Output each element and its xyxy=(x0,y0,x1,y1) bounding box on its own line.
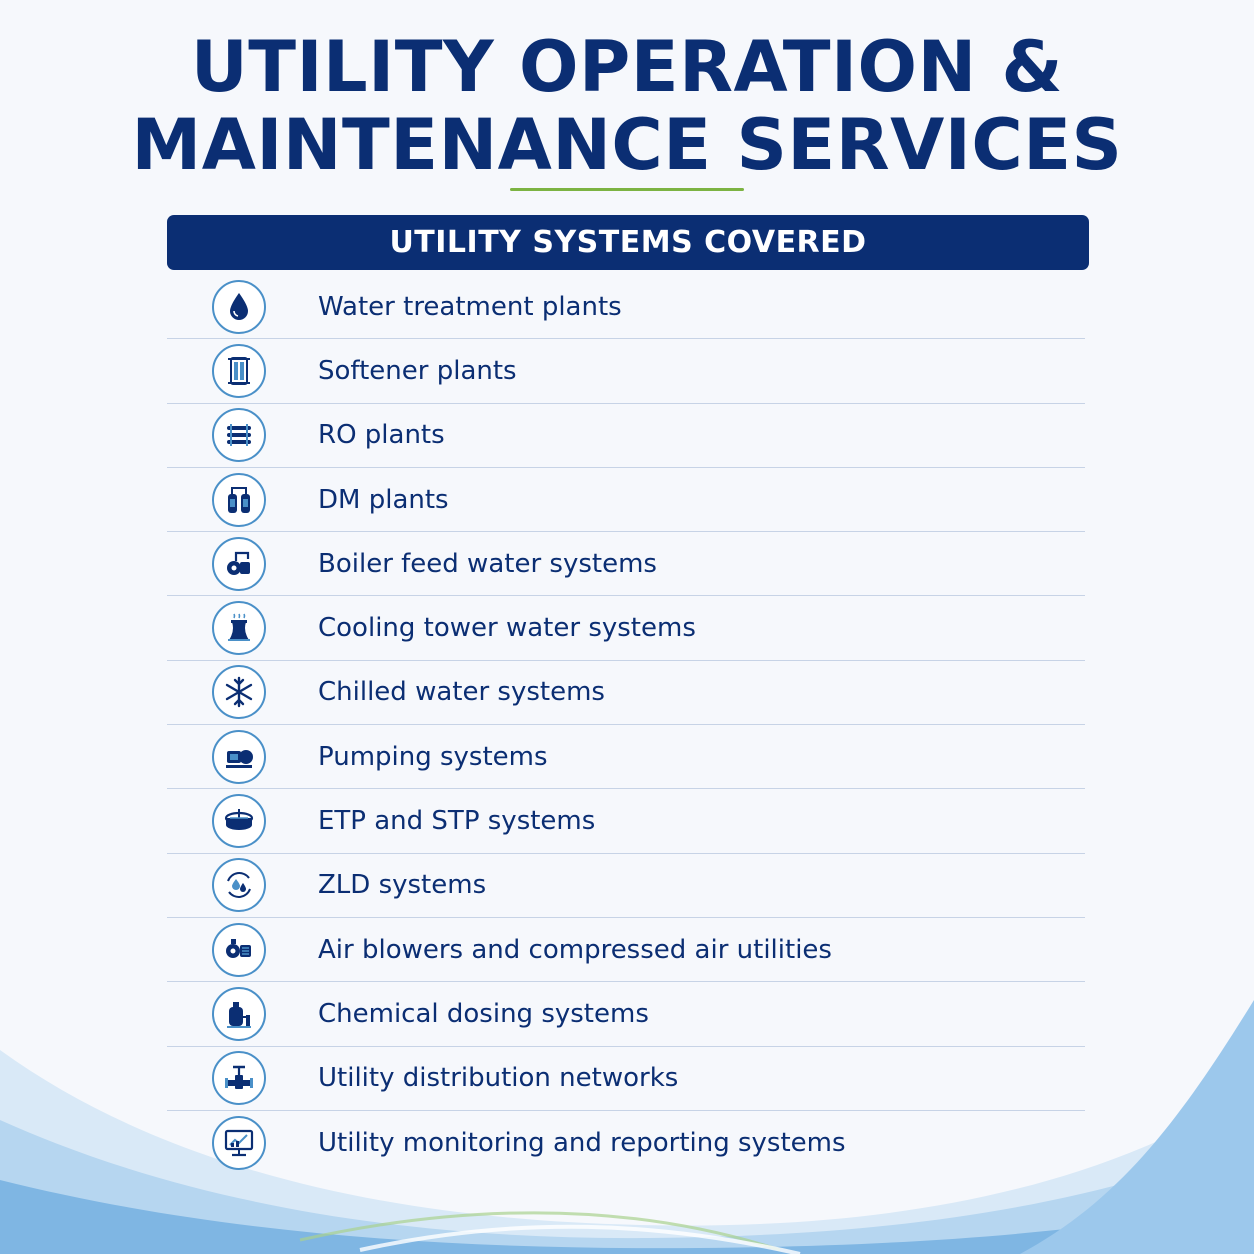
section-header: UTILITY SYSTEMS COVERED xyxy=(167,215,1089,270)
list-item: Chemical dosing systems xyxy=(167,982,1085,1047)
pipe-valve-icon xyxy=(212,1051,266,1106)
list-item: Chilled water systems xyxy=(167,661,1085,726)
list-item: Pumping systems xyxy=(167,725,1085,790)
item-label: ZLD systems xyxy=(318,870,487,901)
clarifier-tank-icon xyxy=(212,794,266,849)
item-label: Utility monitoring and reporting systems xyxy=(318,1128,846,1158)
dm-vessels-icon xyxy=(212,472,266,527)
list-item: Softener plants xyxy=(167,339,1085,404)
pump-icon xyxy=(212,729,266,784)
water-drop-icon xyxy=(212,279,266,334)
monitor-chart-icon xyxy=(212,1116,266,1170)
list-item: DM plants xyxy=(167,468,1085,533)
cooling-tower-icon xyxy=(212,601,266,656)
air-blower-icon xyxy=(212,922,266,977)
item-label: Pumping systems xyxy=(318,741,548,772)
item-label: Utility distribution networks xyxy=(318,1063,679,1094)
list-item: ETP and STP systems xyxy=(167,789,1085,854)
item-label: Water treatment plants xyxy=(318,291,622,322)
item-label: Boiler feed water systems xyxy=(318,548,657,579)
snowflake-icon xyxy=(212,665,266,720)
zld-cycle-icon xyxy=(212,858,266,913)
title-line-2: MAINTENANCE SERVICES xyxy=(131,104,1123,186)
item-label: RO plants xyxy=(318,420,445,451)
list-item: RO plants xyxy=(167,404,1085,468)
list-item: Water treatment plants xyxy=(167,275,1085,340)
item-label: Chemical dosing systems xyxy=(318,998,649,1029)
item-label: Air blowers and compressed air utilities xyxy=(318,934,832,965)
list-item: Boiler feed water systems xyxy=(167,532,1085,597)
page-title: UTILITY OPERATION & MAINTENANCE SERVICES xyxy=(0,28,1254,184)
item-label: ETP and STP systems xyxy=(318,806,596,837)
list-item: Air blowers and compressed air utilities xyxy=(167,918,1085,983)
title-underline xyxy=(510,188,744,191)
list-item: Utility distribution networks xyxy=(167,1047,1085,1111)
item-label: Cooling tower water systems xyxy=(318,613,696,644)
item-label: Softener plants xyxy=(318,355,517,386)
title-line-1: UTILITY OPERATION & xyxy=(190,26,1064,108)
ro-membrane-icon xyxy=(212,408,266,463)
item-label: DM plants xyxy=(318,484,449,515)
softener-vessel-icon xyxy=(212,343,266,398)
item-label: Chilled water systems xyxy=(318,677,605,708)
dosing-tank-icon xyxy=(212,986,266,1041)
list-item: Cooling tower water systems xyxy=(167,596,1085,661)
boiler-pump-icon xyxy=(212,536,266,591)
list-item: ZLD systems xyxy=(167,854,1085,918)
utility-systems-list: Water treatment plants Softener plants R… xyxy=(167,275,1085,1175)
list-item: Utility monitoring and reporting systems xyxy=(167,1111,1085,1175)
